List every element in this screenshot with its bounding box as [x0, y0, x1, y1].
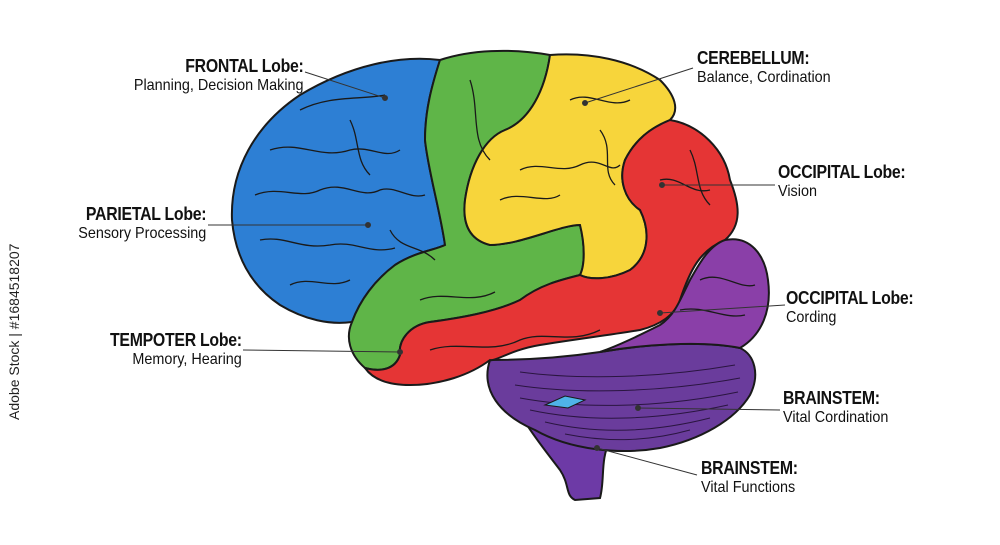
- cerebellum-title: CEREBELLUM:: [697, 48, 810, 68]
- fourth-ventricle: [543, 395, 587, 409]
- brainstem-label-2: BRAINSTEM: Vital Functions: [701, 458, 811, 497]
- tempoter-lobe-label: TEMPOTER Lobe: Memory, Hearing: [92, 330, 242, 369]
- brainstem-desc-1: Vital Cordination: [783, 408, 889, 426]
- occipital-lobe-desc-1: Vision: [778, 182, 817, 200]
- brainstem-title-2: BRAINSTEM:: [701, 458, 798, 478]
- parietal-lobe-label: PARIETAL Lobe: Sensory Processing: [64, 204, 206, 243]
- frontal-lobe-desc: Planning, Decision Making: [134, 76, 304, 94]
- brainstem-label-1: BRAINSTEM: Vital Cordination: [783, 388, 900, 427]
- brainstem-desc-2: Vital Functions: [701, 478, 796, 496]
- red-region: [362, 118, 739, 387]
- parietal-lobe-desc: Sensory Processing: [77, 224, 206, 242]
- tempoter-lobe-desc: Memory, Hearing: [132, 350, 242, 368]
- occipital-lobe-title-1: OCCIPITAL Lobe:: [778, 162, 906, 182]
- cerebellum-region: [486, 342, 757, 452]
- occipital-lobe-title-2: OCCIPITAL Lobe:: [786, 288, 914, 308]
- occipital-lobe-label-1: OCCIPITAL Lobe: Vision: [778, 162, 923, 201]
- frontal-lobe-title: FRONTAL Lobe:: [185, 56, 305, 76]
- purple-region: [599, 238, 770, 353]
- occipital-lobe-desc-2: Cording: [786, 308, 837, 326]
- stock-id-text: Adobe Stock | #1684518207: [6, 243, 22, 420]
- occipital-lobe-label-2: OCCIPITAL Lobe: Cording: [786, 288, 931, 327]
- cerebellum-label: CEREBELLUM: Balance, Cordination: [697, 48, 846, 87]
- parietal-lobe-title: PARIETAL Lobe:: [85, 204, 207, 224]
- brainstem-title-1: BRAINSTEM:: [783, 388, 880, 408]
- leader-lines: [208, 67, 786, 476]
- cerebellum-folds: [514, 364, 741, 441]
- frontal-lobe-label: FRONTAL Lobe: Planning, Decision Making: [115, 56, 304, 95]
- gyri-lines: [254, 79, 756, 351]
- cerebellum-desc: Balance, Cordination: [697, 68, 831, 86]
- tempoter-lobe-title: TEMPOTER Lobe:: [110, 330, 242, 350]
